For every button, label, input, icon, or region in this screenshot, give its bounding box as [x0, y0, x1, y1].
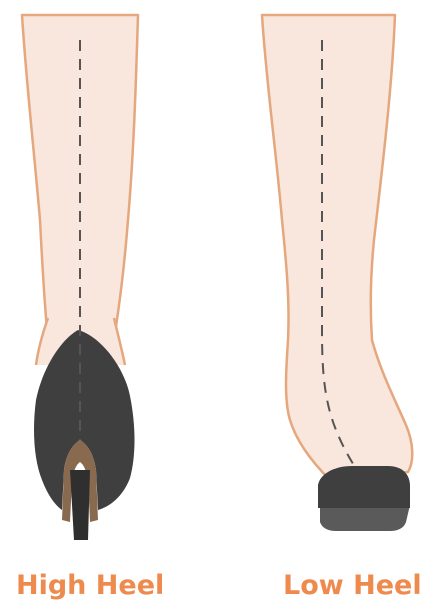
- high-heel-label: High Heel: [16, 568, 164, 604]
- high-heel-figure: [22, 15, 138, 540]
- high-heel-stiletto: [70, 470, 90, 540]
- low-heel-sole: [320, 505, 410, 531]
- low-heel-shoe: [318, 466, 410, 508]
- low-heel-figure: [262, 15, 412, 531]
- low-heel-label: Low Heel: [283, 568, 422, 604]
- feet-illustration: [0, 0, 422, 570]
- right-leg: [262, 15, 412, 480]
